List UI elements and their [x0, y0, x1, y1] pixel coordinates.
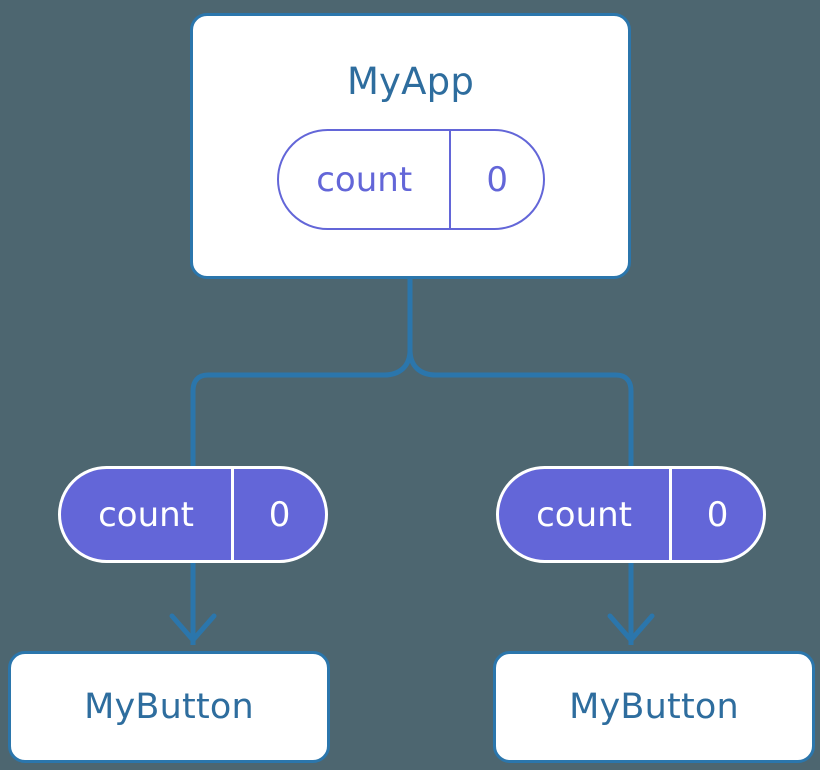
state-value-label: 0 — [669, 469, 763, 560]
state-value-label: 0 — [449, 131, 543, 228]
branch-connector-right — [407, 349, 634, 466]
state-pill-branch-left[interactable]: count 0 — [58, 466, 328, 563]
state-value-label: 0 — [231, 469, 325, 560]
arrow-head-right — [607, 613, 655, 643]
component-title-mybutton: MyButton — [569, 687, 739, 727]
state-key-label: count — [316, 159, 413, 200]
arrow-head-left — [169, 613, 217, 643]
state-pill-branch-right[interactable]: count 0 — [496, 466, 766, 563]
component-node-mybutton-right[interactable]: MyButton — [493, 651, 815, 763]
state-key-label: count — [98, 494, 195, 535]
state-key-label: count — [536, 494, 633, 535]
state-pill-root[interactable]: count 0 — [277, 129, 545, 230]
branch-connector-left — [190, 349, 413, 466]
component-title-myapp: MyApp — [346, 60, 475, 103]
component-node-mybutton-left[interactable]: MyButton — [8, 651, 330, 763]
component-title-mybutton: MyButton — [84, 687, 254, 727]
